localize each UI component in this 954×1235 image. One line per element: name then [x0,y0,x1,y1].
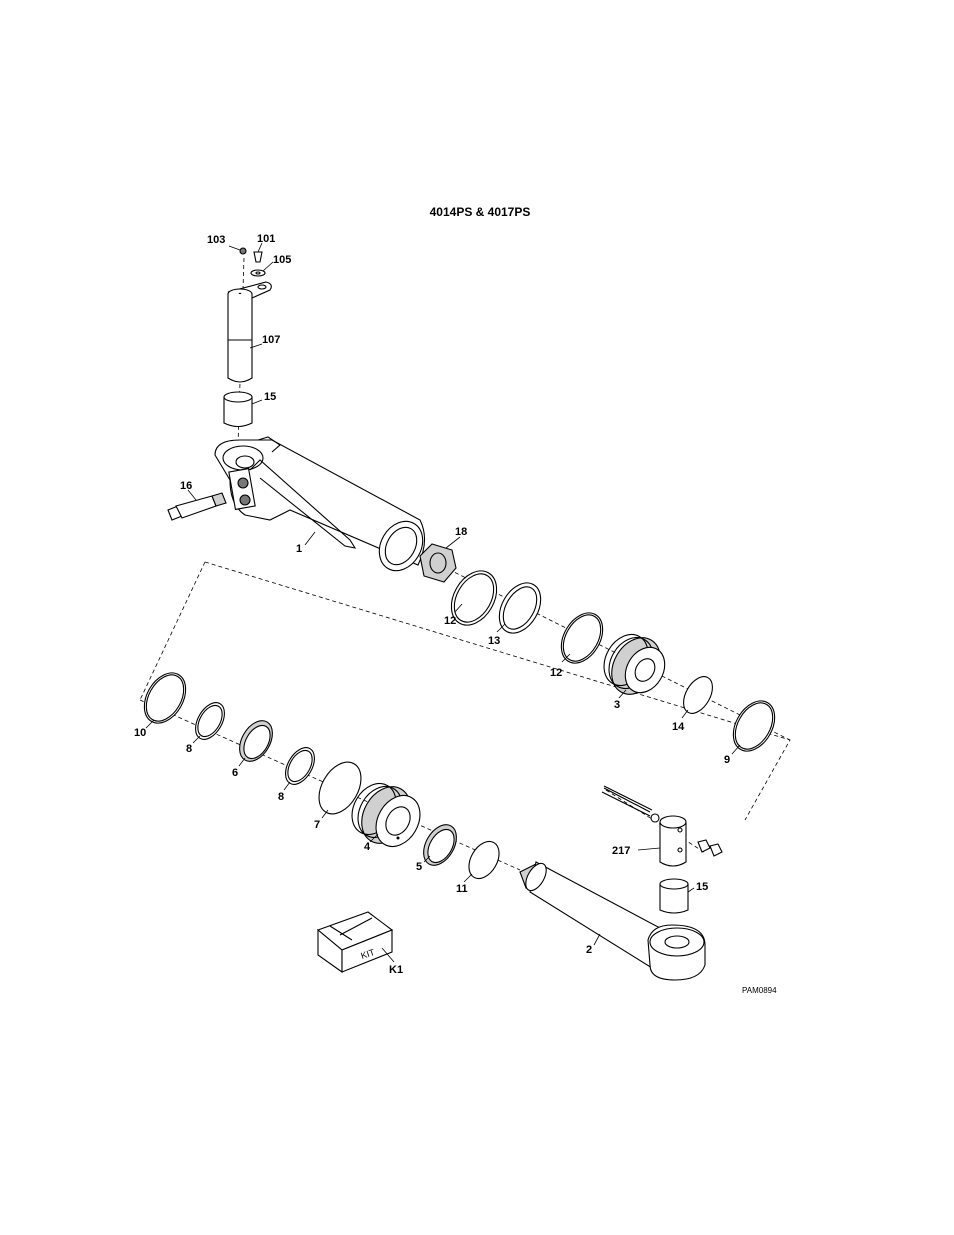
piston-3 [595,627,672,703]
callout-101: 101 [257,233,275,245]
callout-12-upper: 12 [444,615,456,627]
ring-14 [678,672,719,719]
callout-9: 9 [724,754,730,766]
bushing-15-lower [660,879,688,913]
valve-16 [168,493,226,520]
ring-9 [725,694,783,759]
pin-107 [228,282,271,382]
ring-13 [491,576,549,641]
callout-1: 1 [296,543,302,555]
callout-4: 4 [364,841,371,853]
washer-105 [251,270,265,276]
rod-2 [520,860,705,980]
callout-8-right: 8 [278,791,284,803]
callout-18: 18 [455,526,467,538]
callout-8-left: 8 [186,743,192,755]
nut-18 [420,544,456,582]
callout-6: 6 [232,767,238,779]
barrel-1 [215,437,431,579]
fitting-101 [254,252,262,262]
callout-105: 105 [273,254,291,266]
callout-217: 217 [612,845,630,857]
callout-11: 11 [456,883,468,895]
callout-5: 5 [416,861,422,873]
callout-103: 103 [207,234,225,246]
drawing-number: PAM0894 [742,986,777,995]
callout-15-upper: 15 [264,391,276,403]
callout-2: 2 [586,944,592,956]
callout-16: 16 [180,480,192,492]
ring-8-right [280,743,321,790]
callout-7: 7 [314,819,320,831]
callout-12-lower: 12 [550,667,562,679]
callout-15-lower: 15 [696,881,708,893]
callout-10: 10 [134,727,146,739]
callout-k1: K1 [389,964,403,976]
grease-fitting-103 [240,248,246,254]
kit-box-k1: KIT [318,912,392,972]
ring-12-lower [553,606,611,671]
callout-107: 107 [262,334,280,346]
callout-3: 3 [614,699,620,711]
callout-13: 13 [488,635,500,647]
ring-7 [310,755,369,821]
bushing-15-upper [224,392,252,427]
callout-14: 14 [672,721,685,733]
